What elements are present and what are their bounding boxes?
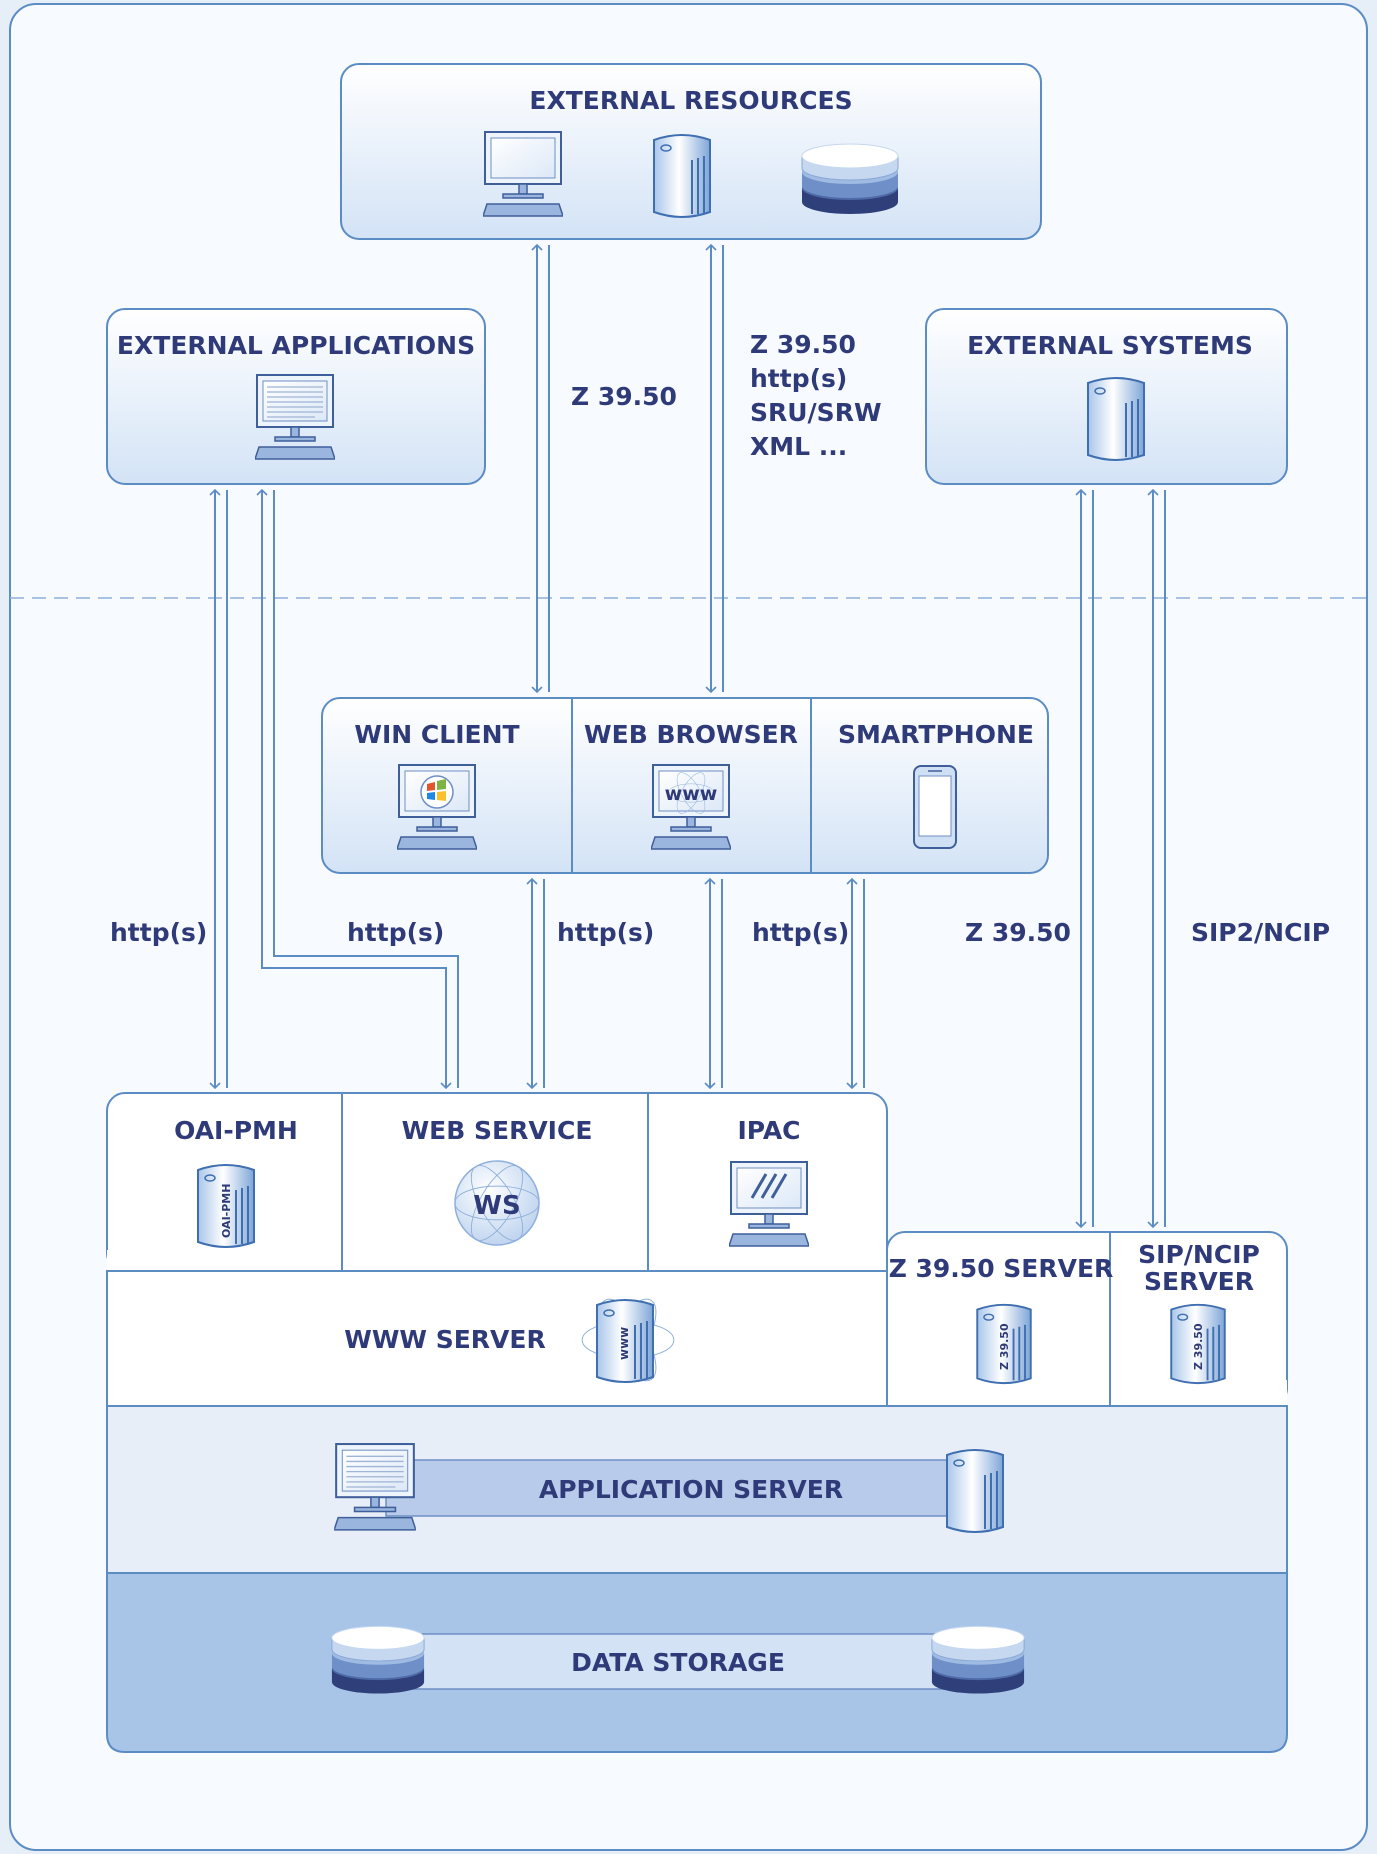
z3950-server-text: Z 39.50 [998, 1323, 1011, 1370]
ipac-catalog-icon [729, 1161, 809, 1247]
external-systems-label: EXTERNAL SYSTEMS [967, 331, 1253, 360]
protocol-apps-ws-link: http(s) [347, 918, 444, 947]
www-badge: www [665, 783, 718, 805]
protocol-resources-left: Z 39.50 [571, 382, 677, 411]
link-applications-webservice [256, 488, 459, 1090]
left-database-icon [331, 1625, 425, 1695]
link-browser-ipac [704, 877, 723, 1090]
external-systems-box: EXTERNAL SYSTEMS [925, 308, 1288, 485]
oai-pmh-server-icon: OAI-PMH [197, 1164, 255, 1248]
database-icon [801, 143, 899, 215]
z3950-server-icon: Z 39.50 [976, 1303, 1032, 1385]
server-icon [652, 133, 712, 219]
sip-ncip-server-icon: Z 39.50 [1170, 1303, 1226, 1385]
data-storage-label: DATA STORAGE [571, 1648, 785, 1677]
www-server-text: www [617, 1327, 631, 1360]
protocol-resources-right-3: SRU/SRW [750, 398, 882, 427]
smartphone-icon [913, 765, 957, 849]
application-server-icon [946, 1449, 1004, 1533]
link-systems-z3950 [1075, 488, 1094, 1229]
oai-pmh-server-text: OAI-PMH [220, 1184, 233, 1238]
external-resources-box: EXTERNAL RESOURCES [340, 63, 1042, 240]
link-resources-browser [705, 243, 724, 694]
services-box: OAI-PMH WEB SERVICE IPAC OAI-PMH WS [106, 1092, 888, 1272]
www-server-label: WWW SERVER [344, 1325, 545, 1354]
application-workstation-icon [255, 375, 335, 459]
web-service-globe-icon: WS [454, 1157, 540, 1249]
sip-ncip-server-label-line1: SIP/NCIP [1138, 1240, 1260, 1269]
application-server-label: APPLICATION SERVER [539, 1475, 843, 1504]
application-client-icon [334, 1444, 416, 1530]
clients-box: WIN CLIENT WEB BROWSER SMARTPHONE www [321, 697, 1049, 874]
web-service-label: WEB SERVICE [402, 1116, 593, 1145]
protocol-resources-right-4: XML ... [750, 432, 847, 461]
sip-ncip-server-label-line2: SERVER [1144, 1267, 1254, 1296]
data-storage-band: DATA STORAGE [106, 1572, 1288, 1753]
protocol-browser-ipac-link: http(s) [752, 918, 849, 947]
ws-badge: WS [473, 1191, 520, 1221]
link-smartphone-ipac [846, 877, 865, 1090]
external-resources-label: EXTERNAL RESOURCES [529, 86, 852, 115]
application-server-band: APPLICATION SERVER [106, 1405, 1288, 1574]
protocol-labels: Z 39.50 Z 39.50 http(s) SRU/SRW XML ... … [110, 330, 1330, 947]
sip-ncip-server-text: Z 39.50 [1192, 1323, 1205, 1370]
external-applications-label: EXTERNAL APPLICATIONS [117, 331, 475, 360]
web-browser-label: WEB BROWSER [584, 720, 798, 749]
protocol-oai-link: http(s) [110, 918, 207, 947]
protocol-systems-sip-link: SIP2/NCIP [1191, 918, 1330, 947]
win-client-label: WIN CLIENT [354, 720, 519, 749]
external-applications-box: EXTERNAL APPLICATIONS [106, 308, 486, 485]
browser-www-icon: www [651, 764, 731, 850]
link-winclient-webservice [526, 877, 545, 1090]
protocol-resources-right-2: http(s) [750, 364, 847, 393]
www-server-icon: www [581, 1290, 675, 1390]
link-systems-sip [1147, 488, 1166, 1229]
workstation-icon [483, 131, 563, 217]
smartphone-label: SMARTPHONE [838, 720, 1034, 749]
protocol-systems-z3950-link: Z 39.50 [965, 918, 1071, 947]
link-applications-oai [209, 488, 228, 1090]
www-server-box: WWW SERVER www [106, 1270, 888, 1407]
protocol-winclient-ws-link: http(s) [557, 918, 654, 947]
right-database-icon [931, 1625, 1025, 1695]
z3950-server-label: Z 39.50 SERVER [889, 1254, 1114, 1283]
external-system-server-icon [1087, 377, 1145, 461]
windows-client-icon [397, 764, 477, 850]
connectors [209, 243, 1166, 1229]
protocol-servers-box: Z 39.50 SERVER SIP/NCIP SERVER Z 39.50 Z… [886, 1231, 1288, 1407]
protocol-resources-right-1: Z 39.50 [750, 330, 856, 359]
oai-pmh-label: OAI-PMH [174, 1116, 298, 1145]
link-resources-winclient [531, 243, 550, 694]
ipac-label: IPAC [737, 1116, 800, 1145]
